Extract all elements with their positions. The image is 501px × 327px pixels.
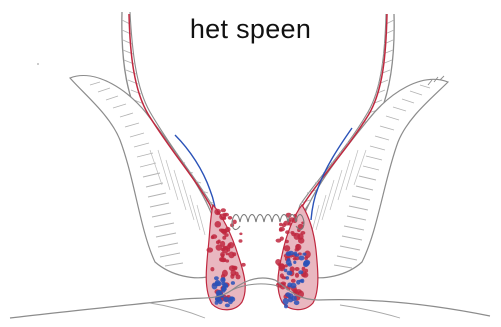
vessel-dot (293, 257, 297, 260)
vessel-dot (210, 267, 214, 271)
vein-dot (285, 292, 291, 297)
vessel-dot (223, 217, 226, 220)
vein-dot (286, 276, 290, 280)
vessel-dot (232, 266, 236, 270)
vessel-dot (295, 267, 300, 271)
vessel-dot (207, 247, 214, 252)
vein-dot (225, 304, 230, 308)
vessel-dot (220, 257, 226, 262)
vessel-dot (232, 252, 236, 256)
vein-dot (298, 270, 303, 274)
vein-dot (283, 298, 289, 305)
vein-dot (303, 260, 309, 266)
vein-dot (223, 297, 229, 302)
vessel-dot (276, 239, 282, 243)
vessel-dot (285, 240, 289, 243)
vein-dot (286, 259, 292, 265)
vessel-dot (226, 259, 230, 262)
vessel-dot (241, 263, 245, 267)
vessel-dot (222, 236, 226, 240)
vein-dot (300, 280, 304, 283)
vein-dot (284, 269, 288, 273)
vessel-dot (301, 231, 306, 235)
vessel-dot (216, 240, 220, 244)
vein-dot (212, 283, 218, 290)
vessel-dot (211, 236, 214, 239)
vein-dot (229, 296, 234, 300)
vessel-dot (239, 233, 242, 236)
vessel-dot (305, 269, 308, 273)
vessel-dot (279, 223, 283, 227)
vessel-dot (222, 247, 228, 254)
vessel-dot (288, 222, 292, 225)
vein-dot (288, 251, 294, 256)
vessel-dot (221, 208, 226, 212)
vein-dot (284, 304, 288, 308)
vessel-dot (236, 274, 241, 279)
vessel-dot (216, 244, 222, 250)
vessel-dot (225, 227, 230, 232)
vessel-dot (233, 220, 237, 225)
vein-dot (302, 253, 306, 256)
vessel-dot (291, 279, 296, 283)
vessel-dot (224, 213, 229, 217)
vessel-dot (285, 230, 290, 234)
diagram-title: het speen (0, 14, 501, 45)
vein-dot (231, 281, 235, 285)
vein-dot (287, 283, 292, 288)
vessel-dot (295, 273, 299, 278)
vein-dot (288, 297, 293, 302)
vessel-dot (295, 244, 300, 250)
vein-dot (299, 256, 305, 261)
vein-dot (287, 271, 293, 276)
vessel-dot (228, 243, 232, 246)
vein-dot (221, 277, 225, 281)
vessel-dot (215, 221, 222, 228)
vessel-dot (275, 259, 281, 265)
vein-dot (214, 276, 219, 280)
skin-outline (10, 278, 490, 318)
vein-dot (222, 283, 228, 288)
vessel-dot (279, 228, 283, 232)
vein-dot (293, 252, 297, 256)
vessel-dot (217, 211, 220, 215)
vein-dot (294, 301, 300, 306)
vessel-dot (228, 216, 233, 220)
vessel-dot (284, 245, 290, 251)
vessel-dot (294, 233, 301, 240)
vessel-dot (239, 239, 243, 242)
vessel-dot (219, 229, 224, 232)
vessel-dot (281, 276, 285, 279)
vein-dot (218, 299, 223, 304)
vessel-dot (222, 270, 228, 277)
vein-dot (293, 261, 296, 264)
